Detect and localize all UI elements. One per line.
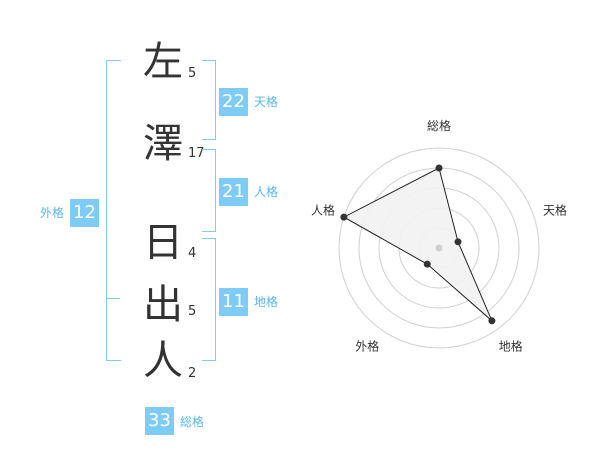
radar-axis-label-3: 地格: [499, 339, 523, 354]
radar-grid-ring: [338, 147, 540, 349]
gaikaku-label: 外格: [40, 206, 65, 220]
radar-axis-label-1: 総格: [427, 118, 451, 133]
name-char-2: 澤: [143, 121, 183, 167]
radar-axis-label-5: 人格: [311, 202, 335, 217]
name-char-4: 出: [143, 282, 183, 328]
tenkaku-label: 天格: [254, 95, 279, 109]
jinkaku-label: 人格: [254, 185, 279, 199]
stroke-count-1: 5: [188, 66, 197, 81]
radar-polygon: [342, 167, 493, 322]
stroke-count-2: 17: [188, 146, 205, 161]
radar-center-dot: [435, 244, 443, 252]
stroke-count-4: 5: [188, 304, 197, 319]
radar-point-3: [488, 317, 496, 325]
chikaku-label: 地格: [254, 295, 279, 309]
chikaku-value: 11: [219, 288, 248, 316]
gaikaku-value: 12: [70, 199, 99, 227]
radar-point-5: [340, 213, 348, 221]
tenkaku-value: 22: [219, 88, 248, 116]
stroke-count-5: 2: [188, 366, 197, 381]
name-char-3: 日: [143, 220, 183, 266]
chikaku-bracket: [202, 238, 216, 361]
radar-point-2: [454, 238, 462, 246]
soukaku-value: 33: [145, 407, 174, 435]
gaikaku-bracket: [106, 60, 121, 361]
jinkaku-bracket: [202, 149, 216, 232]
radar-axis-label-4: 外格: [355, 339, 379, 354]
radar-point-1: [435, 164, 443, 172]
stroke-count-3: 4: [188, 246, 197, 261]
radar-axis-label-2: 天格: [543, 202, 567, 217]
tenkaku-bracket: [202, 60, 216, 140]
name-char-5: 人: [143, 338, 183, 384]
radar-point-4: [423, 260, 431, 268]
soukaku-label: 総格: [180, 415, 205, 429]
gaikaku-bracket-tick: [106, 298, 120, 299]
jinkaku-value: 21: [219, 178, 248, 206]
name-char-1: 左: [143, 39, 183, 85]
